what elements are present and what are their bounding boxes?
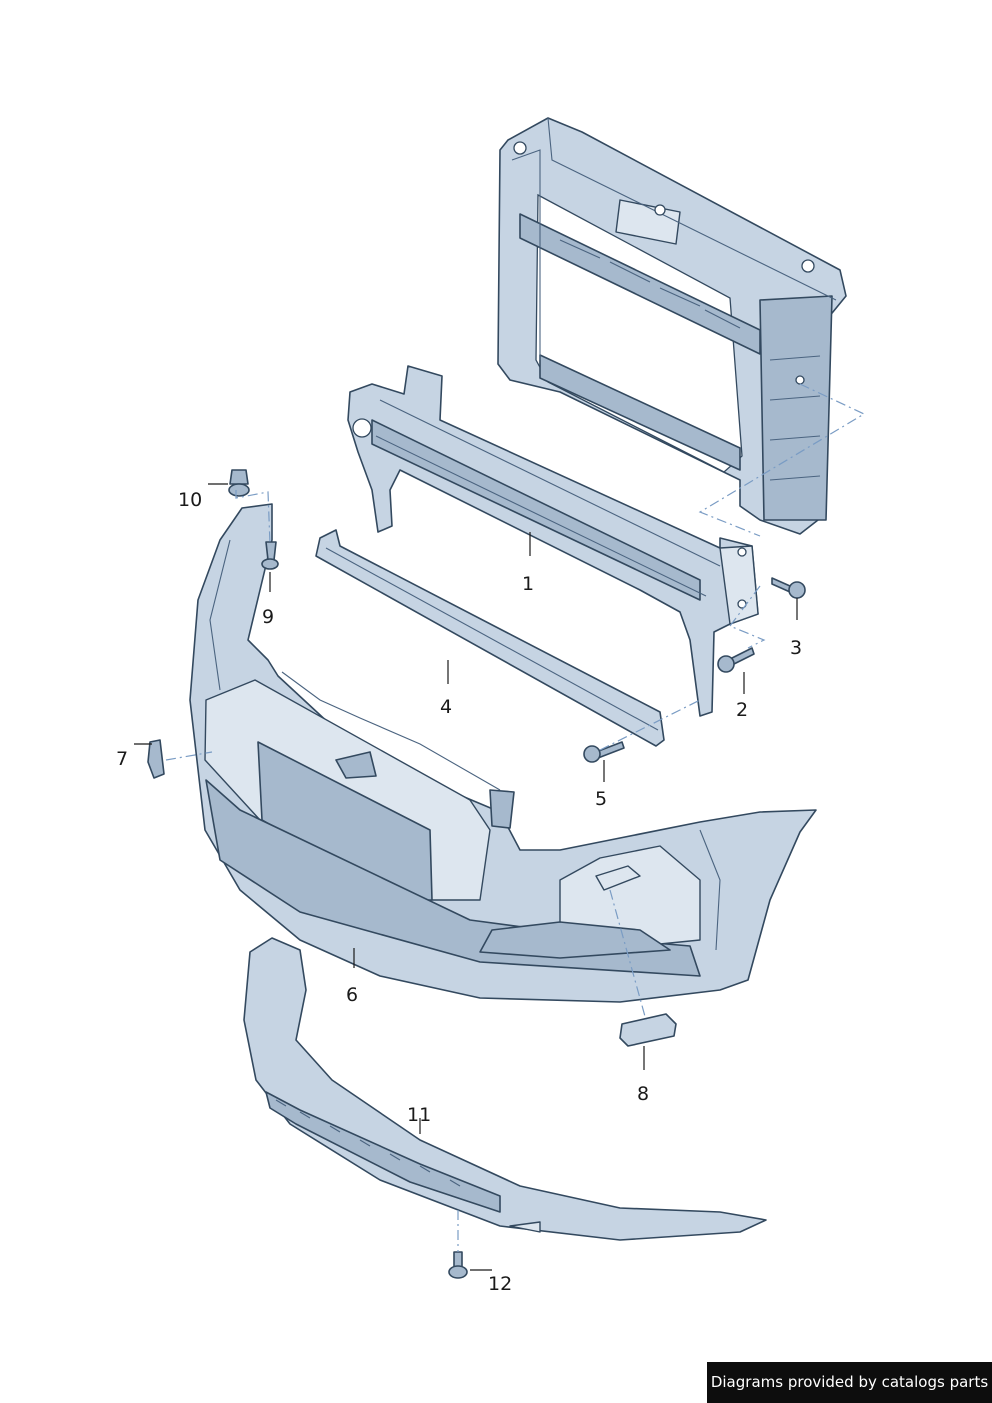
front-spoiler (243, 937, 767, 1241)
callout-9: 9 (262, 606, 274, 628)
callout-1: 1 (522, 573, 534, 595)
bumper-reinforcement (347, 365, 759, 717)
assembly-lines (165, 383, 866, 1252)
callout-3: 3 (790, 637, 802, 659)
callout-12: 12 (488, 1273, 512, 1295)
callout-5: 5 (595, 788, 607, 810)
callout-2: 2 (736, 699, 748, 721)
bolt-5 (583, 741, 625, 763)
bumper-cover (189, 503, 817, 1003)
leader-lines (134, 483, 798, 1271)
credit-banner: Diagrams provided by catalogs parts (707, 1362, 992, 1403)
screw-12 (448, 1251, 468, 1279)
callout-labels: 1 2 3 4 5 6 7 8 9 10 11 12 (116, 489, 802, 1295)
clip-nut-10 (228, 469, 250, 497)
bolt-2 (717, 647, 755, 673)
front-end-carrier (497, 117, 847, 535)
screw-9 (261, 541, 279, 570)
bolt-3 (771, 577, 806, 599)
callout-10: 10 (178, 489, 202, 511)
washer-cap (619, 1013, 677, 1047)
energy-absorber (315, 529, 665, 747)
callout-7: 7 (116, 748, 128, 770)
callout-4: 4 (440, 696, 452, 718)
retaining-clip (147, 739, 165, 779)
callout-6: 6 (346, 984, 358, 1006)
callout-8: 8 (637, 1083, 649, 1105)
callout-11: 11 (407, 1104, 431, 1126)
